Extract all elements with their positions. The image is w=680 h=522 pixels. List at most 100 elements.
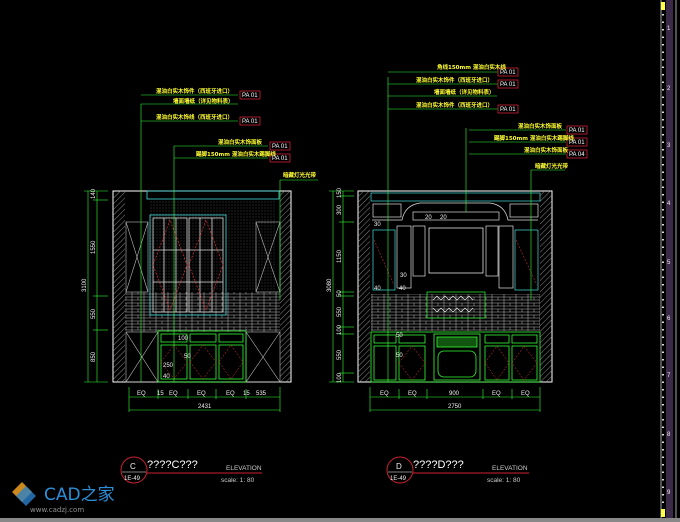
sheet-number: 1E-49 (124, 476, 141, 482)
border-tick (662, 36, 664, 38)
border-number: 6 (667, 316, 671, 322)
border-tick (662, 44, 664, 46)
border-number: 7 (667, 373, 671, 379)
material-tag: PA 01 (272, 156, 288, 162)
material-tag: PA 01 (569, 140, 585, 146)
dim-width-segment: EQ (137, 391, 146, 397)
elevation-label: ELEVATION (492, 465, 528, 472)
dim-height-segment: 50 (337, 290, 343, 297)
border-tick (662, 404, 664, 406)
border-tick (662, 164, 664, 166)
border-tick (662, 396, 664, 398)
dim-width-total: 2431 (198, 404, 212, 410)
watermark-brand: CAD之家 (44, 485, 115, 505)
inner-dim: 30 (400, 273, 407, 279)
inner-dim: 50 (396, 333, 403, 339)
callout-label: 混油白实木饰件（西班牙进口） (416, 101, 493, 109)
border-tick (662, 66, 664, 68)
border-tick (662, 479, 664, 481)
border-tick (662, 389, 664, 391)
elevation-title: ????C??? (147, 459, 198, 471)
border-tick (662, 111, 664, 113)
border-tick (662, 276, 664, 278)
border-tick (662, 239, 664, 241)
material-tag: PA 01 (500, 70, 516, 76)
border-tick (662, 306, 664, 308)
border-tick (662, 329, 664, 331)
callout-label: 混油白实木饰件（西班牙进口） (416, 76, 493, 84)
callout-label: 墙面墙纸（详见物料表） (434, 88, 495, 96)
callout-label: 暗藏灯光光带 (535, 162, 569, 170)
dim-height-total: 3080 (327, 278, 333, 292)
border-number: 8 (667, 432, 671, 438)
border-tick (662, 419, 664, 421)
border-tick (662, 134, 664, 136)
scale-label: scale: 1: 80 (221, 477, 255, 484)
inner-dim: 50 (396, 353, 403, 359)
scale-label: scale: 1: 80 (487, 477, 521, 484)
inner-dim: 40 (163, 374, 170, 380)
border-tick (662, 171, 664, 173)
border-tick (662, 494, 664, 496)
elevation-label: ELEVATION (226, 465, 262, 472)
material-tag: PA 01 (500, 82, 516, 88)
dim-height-total: 3100 (82, 278, 88, 292)
material-tag: PA 04 (569, 152, 585, 158)
border-tick (662, 21, 664, 23)
border-tick (662, 216, 664, 218)
border-tick (662, 381, 664, 383)
watermark: CAD之家 www.cadzj.com (12, 482, 115, 514)
elevation-d: 20 20 30 30 40 40 50 50 3080 150 300 115… (327, 63, 588, 484)
dim-width-segment: EQ (197, 391, 206, 397)
border-tick (662, 141, 664, 143)
wall-hatch-right (280, 191, 291, 382)
callout-label: 墙面墙纸（详见物料表） (173, 97, 234, 105)
elevation-c: 100 50 250 40 3100 140 1550 550 850 EQ 1… (82, 87, 318, 484)
border-tick (662, 186, 664, 188)
callout-label: 混油白实木饰线（西班牙进口） (156, 113, 233, 121)
wall-hatch-left (358, 191, 370, 382)
dim-width-segment: EQ (521, 391, 530, 397)
dim-width-segment: EQ (408, 391, 417, 397)
border-tick (662, 89, 664, 91)
dim-width-segment: EQ (169, 391, 178, 397)
border-number: 5 (667, 260, 671, 266)
inner-dim: 100 (178, 336, 189, 342)
border-tick (662, 246, 664, 248)
border-tick (662, 366, 664, 368)
border-tick (662, 51, 664, 53)
border-tick (662, 149, 664, 151)
border-tick (662, 231, 664, 233)
inner-dim: 250 (163, 363, 174, 369)
dim-width-segment: EQ (492, 391, 501, 397)
border-tick (662, 209, 664, 211)
dim-width-segment: 15 (243, 391, 250, 397)
border-tick (662, 194, 664, 196)
dim-width-total: 2750 (448, 404, 462, 410)
border-tick (662, 359, 664, 361)
border-tick (662, 119, 664, 121)
border-tick (662, 74, 664, 76)
sheet-number: 1E-49 (390, 476, 407, 482)
cad-home-logo-icon (12, 482, 36, 506)
border-tick (662, 179, 664, 181)
callout-label: 角线150mm 混油白实木线 (437, 63, 506, 71)
callout-label: 踢脚150mm 混油白实木踢脚线 (196, 150, 276, 158)
inner-dim: 40 (399, 286, 406, 292)
dim-height-segment: 1550 (91, 240, 97, 254)
border-tick (662, 449, 664, 451)
border-tick (662, 456, 664, 458)
border-tick (662, 104, 664, 106)
material-tag: PA 01 (242, 93, 258, 99)
wall-hatch-right (540, 191, 552, 382)
drawing-border: 1 2 3 4 5 6 7 8 9 (660, 0, 677, 520)
inner-dim: 20 (440, 215, 447, 221)
material-tag: PA 01 (569, 128, 585, 134)
border-tick (662, 464, 664, 466)
dim-height-segment: 100 (337, 324, 343, 335)
dim-width-segment: EQ (380, 391, 389, 397)
border-tick (662, 81, 664, 83)
dim-width-segment: 15 (157, 391, 164, 397)
border-tick (662, 299, 664, 301)
